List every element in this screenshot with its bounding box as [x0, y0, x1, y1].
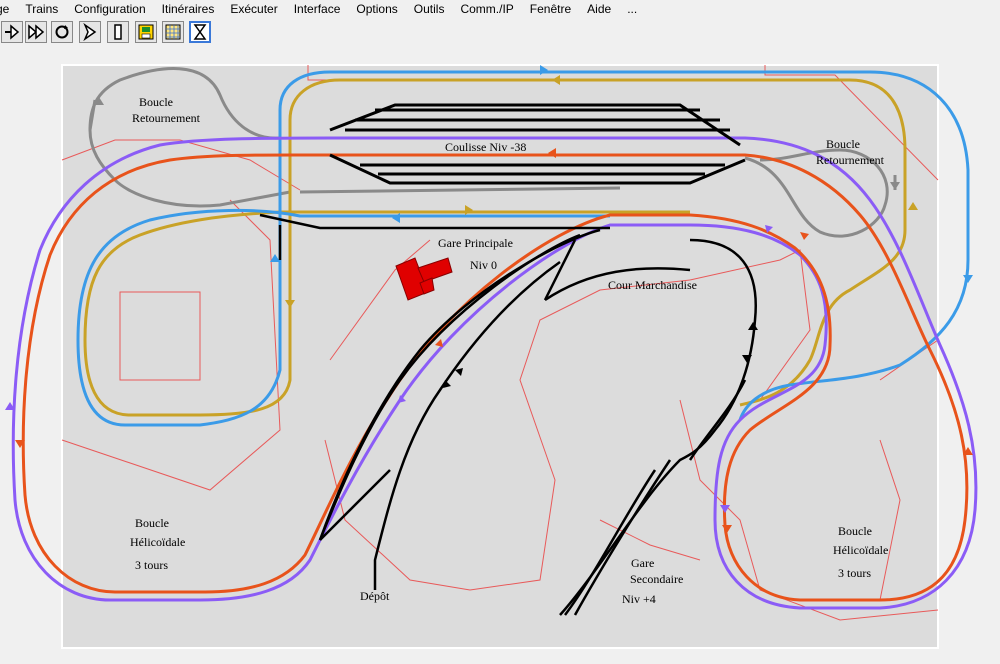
layout-canvas[interactable]: Boucle Retournement Boucle Retournement … — [0, 48, 1000, 664]
board-background — [61, 64, 939, 649]
grid-button[interactable] — [162, 21, 184, 43]
label-boucle-retournement-right-1: Boucle — [826, 137, 860, 151]
play-icon — [83, 23, 97, 41]
menu-item-ge[interactable]: ge — [0, 2, 10, 16]
step-forward-button[interactable] — [1, 21, 23, 43]
gold-track — [83, 78, 907, 417]
orange-track — [21, 153, 969, 602]
label-gare-principale: Gare Principale — [438, 236, 513, 250]
step-forward-icon — [5, 24, 20, 40]
menu-item-itineraires[interactable]: Itinéraires — [161, 2, 215, 16]
main-station-tracks — [259, 213, 757, 616]
save-icon — [138, 24, 154, 40]
label-boucle-retournement-left-1: Boucle — [139, 95, 173, 109]
blue-track — [76, 70, 970, 427]
hourglass-icon — [193, 24, 207, 40]
menu-item-comm-ip[interactable]: Comm./IP — [460, 2, 514, 16]
label-boucle-helicoidale-right-1: Boucle — [838, 524, 872, 538]
label-cour-marchandise: Cour Marchandise — [608, 278, 697, 292]
grid-icon — [165, 24, 181, 40]
label-boucle-helicoidale-right-2: Hélicoïdale — [833, 543, 888, 557]
menu-item-more[interactable]: ... — [627, 2, 638, 16]
loop-button[interactable] — [51, 21, 73, 43]
label-boucle-retournement-right-2: Retournement — [816, 153, 885, 167]
pause-bar-button[interactable] — [107, 21, 129, 43]
loop-icon — [55, 25, 69, 39]
hourglass-button[interactable] — [189, 21, 211, 43]
menu-item-trains[interactable]: Trains — [25, 2, 59, 16]
label-depot: Dépôt — [360, 589, 390, 603]
label-niv0: Niv 0 — [470, 258, 497, 272]
menu-item-executer[interactable]: Exécuter — [230, 2, 278, 16]
label-boucle-helicoidale-left-1: Boucle — [135, 516, 169, 530]
label-boucle-retournement-left-2: Retournement — [132, 111, 201, 125]
menu-item-configuration[interactable]: Configuration — [74, 2, 146, 16]
label-niv-plus4: Niv +4 — [622, 592, 656, 606]
fast-forward-button[interactable] — [25, 21, 47, 43]
menu-bar: ge Trains Configuration Itinéraires Exéc… — [0, 0, 1000, 18]
label-gare-secondaire-2: Secondaire — [630, 572, 683, 586]
fast-forward-icon — [28, 24, 45, 40]
station-building[interactable] — [395, 257, 453, 301]
menu-item-outils[interactable]: Outils — [413, 2, 445, 16]
label-boucle-helicoidale-right-3: 3 tours — [838, 566, 871, 580]
coulisse-tracks — [329, 103, 746, 185]
play-button[interactable] — [79, 21, 101, 43]
toolbar — [0, 18, 1000, 49]
menu-item-fenetre[interactable]: Fenêtre — [529, 2, 572, 16]
pause-bar-icon — [114, 24, 122, 40]
menu-item-options[interactable]: Options — [356, 2, 398, 16]
label-boucle-helicoidale-left-3: 3 tours — [135, 558, 168, 572]
violet-track — [11, 136, 978, 610]
label-coulisse: Coulisse Niv -38 — [445, 140, 526, 154]
menu-item-interface[interactable]: Interface — [293, 2, 341, 16]
menu-item-aide[interactable]: Aide — [587, 2, 612, 16]
direction-arrows — [5, 65, 973, 533]
save-button[interactable] — [135, 21, 157, 43]
track-plan[interactable]: Boucle Retournement Boucle Retournement … — [0, 48, 1000, 664]
gray-reversing-loops — [88, 67, 897, 238]
label-gare-secondaire-1: Gare — [631, 556, 654, 570]
label-boucle-helicoidale-left-2: Hélicoïdale — [130, 535, 185, 549]
